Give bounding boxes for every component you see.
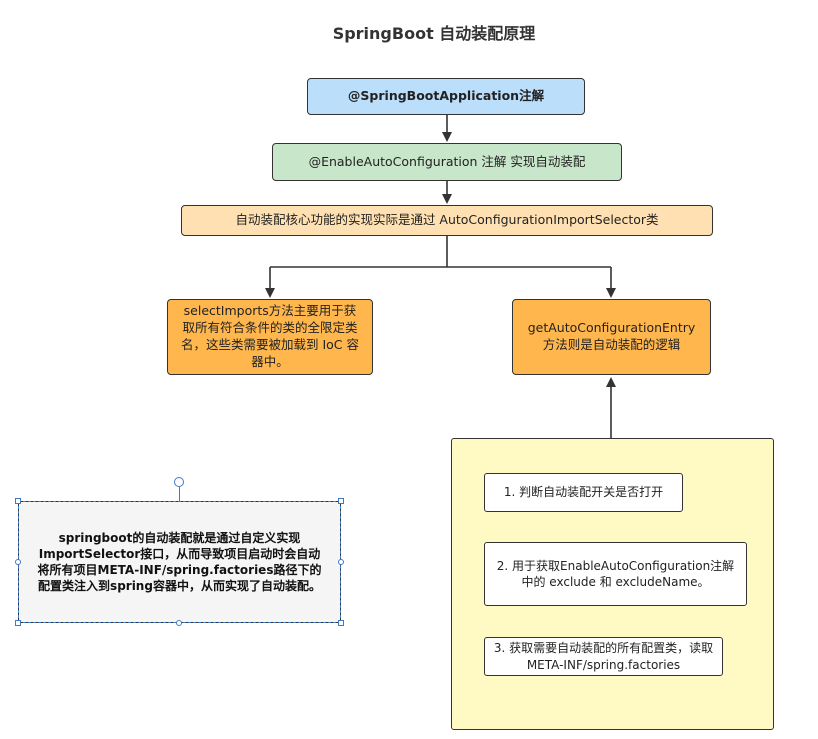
summary-note[interactable]: springboot的自动装配就是通过自定义实现ImportSelector接口… [18, 501, 341, 623]
enable-auto-configuration-label: @EnableAutoConfiguration 注解 实现自动装配 [308, 153, 586, 169]
steps-container[interactable]: 1. 判断自动装配开关是否打开 2. 用于获取EnableAutoConfigu… [451, 438, 774, 730]
diagram-title: SpringBoot 自动装配原理 [332, 24, 536, 43]
rotate-handle[interactable] [174, 477, 184, 487]
springbootapplication-node[interactable]: @SpringBootApplication注解 [307, 78, 585, 115]
springbootapplication-label: @SpringBootApplication注解 [347, 88, 545, 104]
resize-handle-bottom-left[interactable] [15, 620, 21, 626]
step-2[interactable]: 2. 用于获取EnableAutoConfiguration注解中的 exclu… [484, 542, 747, 606]
select-imports-node[interactable]: selectImports方法主要用于获取所有符合条件的类的全限定类名，这些类需… [167, 299, 373, 375]
resize-handle-top-left[interactable] [15, 498, 21, 504]
select-imports-label: selectImports方法主要用于获取所有符合条件的类的全限定类名，这些类需… [180, 303, 359, 369]
step-2-label: 2. 用于获取EnableAutoConfiguration注解中的 exclu… [496, 558, 735, 589]
step-1-label: 1. 判断自动装配开关是否打开 [503, 485, 664, 500]
connect-handle-bottom[interactable] [176, 620, 182, 626]
summary-note-text: springboot的自动装配就是通过自定义实现ImportSelector接口… [37, 530, 322, 594]
step-1[interactable]: 1. 判断自动装配开关是否打开 [484, 473, 683, 512]
connect-handle-right[interactable] [338, 559, 344, 565]
arrow-core-to-methods [270, 236, 611, 268]
get-auto-configuration-entry-label: getAutoConfigurationEntry 方法则是自动装配的逻辑 [527, 320, 696, 352]
get-auto-configuration-entry-node[interactable]: getAutoConfigurationEntry 方法则是自动装配的逻辑 [512, 299, 711, 375]
enable-auto-configuration-node[interactable]: @EnableAutoConfiguration 注解 实现自动装配 [272, 143, 622, 181]
resize-handle-bottom-right[interactable] [338, 620, 344, 626]
core-import-selector-label: 自动装配核心功能的实现实际是通过 AutoConfigurationImport… [235, 212, 659, 228]
step-3-label: 3. 获取需要自动装配的所有配置类，读取META-INF/spring.fact… [493, 641, 714, 672]
step-3[interactable]: 3. 获取需要自动装配的所有配置类，读取META-INF/spring.fact… [484, 637, 723, 676]
rotate-handle-line [178, 487, 180, 501]
connect-handle-left[interactable] [15, 559, 21, 565]
resize-handle-top-right[interactable] [338, 498, 344, 504]
core-import-selector-node[interactable]: 自动装配核心功能的实现实际是通过 AutoConfigurationImport… [181, 205, 713, 236]
